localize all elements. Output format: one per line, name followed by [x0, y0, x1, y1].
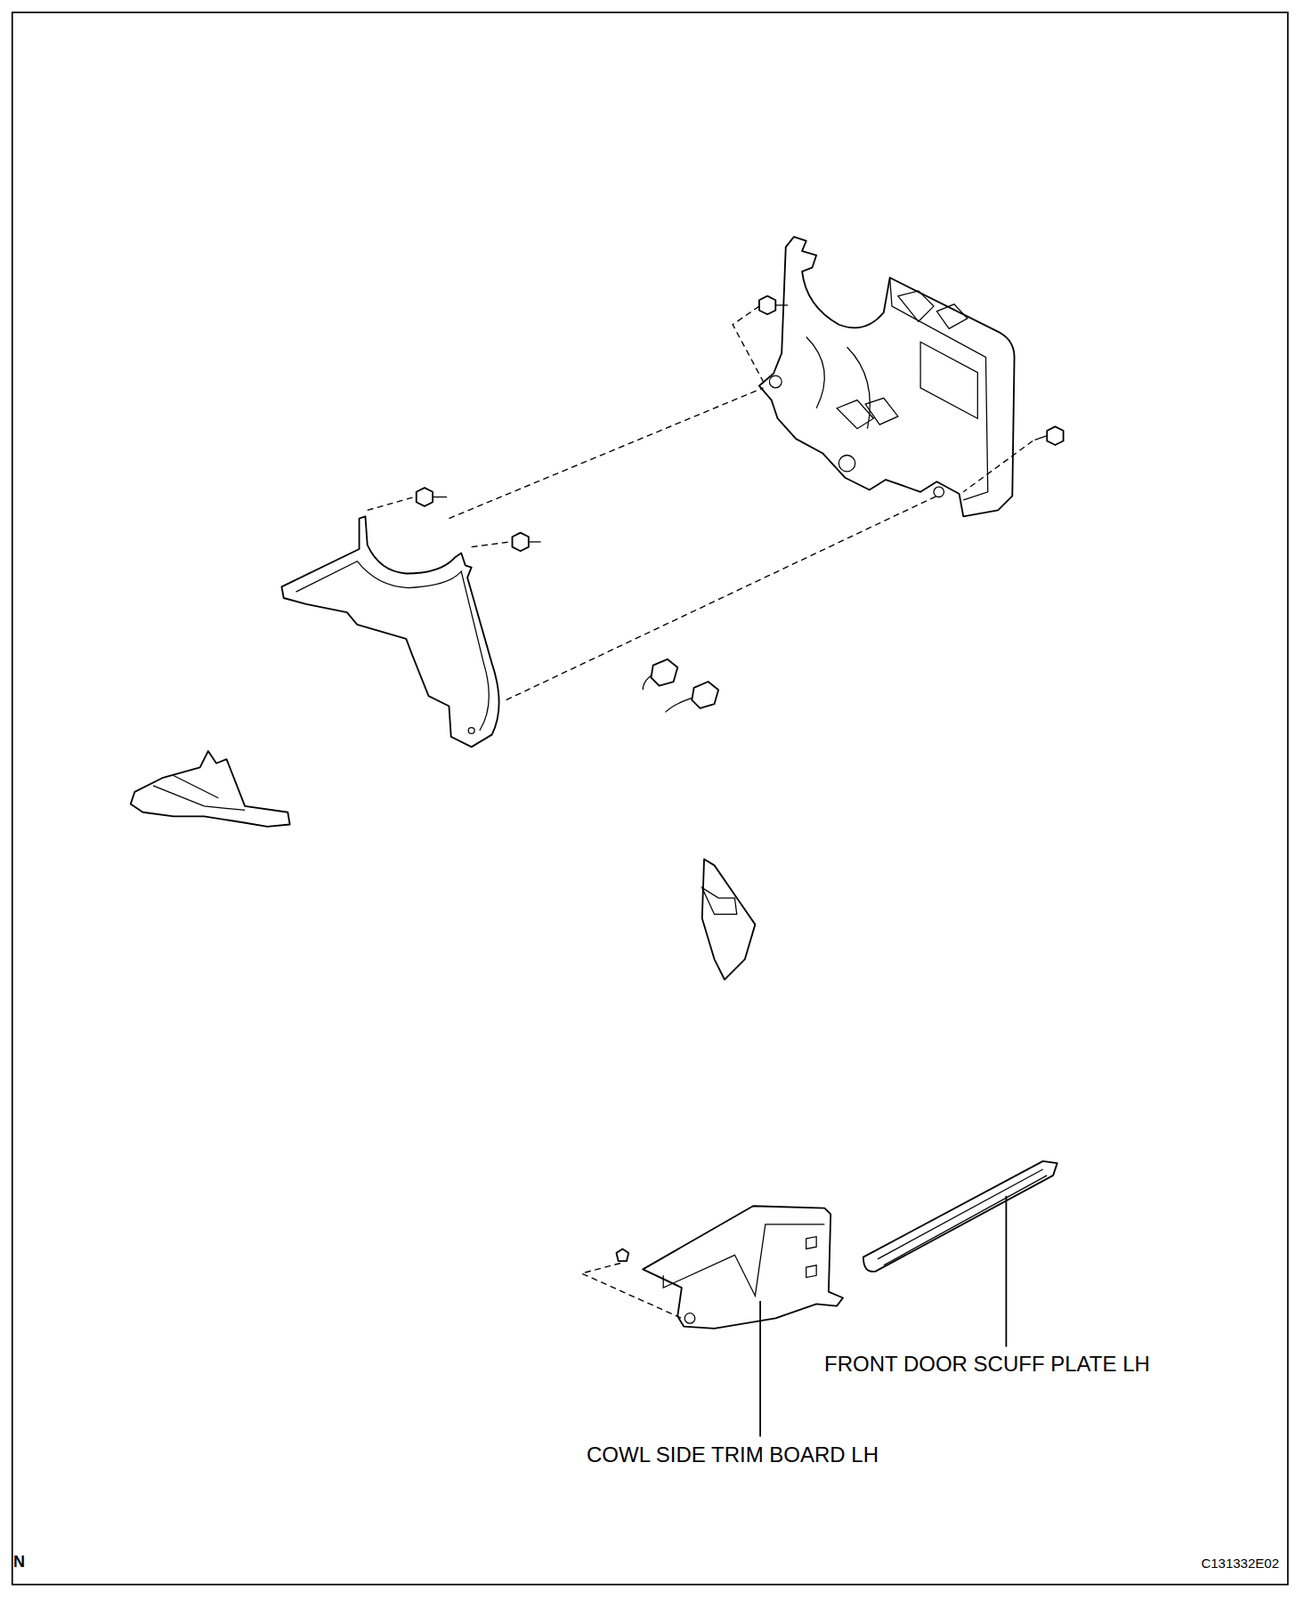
- cowl-side-trim-board: [615, 1248, 629, 1262]
- lower-instrument-panel: [759, 236, 1015, 517]
- steering-column-bracket: [281, 516, 499, 747]
- dashed-lines: [367, 306, 1033, 701]
- front-door-scuff-plate: [863, 1161, 1058, 1272]
- lower-instrument-panel: [836, 397, 899, 429]
- bolts: [1046, 426, 1063, 446]
- dashed-lines: [963, 440, 1033, 492]
- dashed-lines: [732, 306, 763, 382]
- bolts: [775, 304, 788, 306]
- lower-instrument-panel: [838, 454, 855, 471]
- cowl-side-trim-board: [581, 1263, 681, 1319]
- duct: [130, 751, 291, 827]
- bolts: [432, 496, 447, 498]
- connectors: [691, 681, 719, 709]
- lower-instrument-panel: [769, 375, 782, 389]
- cowl-side-trim-board: [581, 1206, 843, 1329]
- steering-column-bracket: [468, 728, 475, 735]
- connectors: [642, 675, 651, 690]
- lower-instrument-panel: [806, 337, 871, 430]
- small-bracket: [702, 858, 756, 980]
- steering-column-bracket: [281, 516, 499, 747]
- dashed-lines: [506, 495, 938, 700]
- duct: [153, 775, 245, 810]
- part-name: COWL SIDE TRIM BOARD LH: [586, 1442, 879, 1469]
- leader-lines: [759, 1301, 762, 1437]
- leader-lines: [1004, 1196, 1007, 1348]
- lower-instrument-panel: [933, 486, 944, 497]
- duct: [130, 751, 291, 827]
- lower-instrument-panel: [898, 291, 968, 329]
- cowl-side-trim-board: [806, 1237, 817, 1279]
- dashed-lines: [471, 542, 511, 548]
- cowl-side-trim-board: [642, 1206, 843, 1329]
- connectors: [650, 659, 678, 687]
- small-bracket: [702, 888, 738, 916]
- small-bracket: [702, 858, 756, 980]
- front-door-scuff-plate: [863, 1161, 1058, 1272]
- bolts: [416, 487, 433, 507]
- dashed-lines: [448, 388, 763, 519]
- connectors: [642, 659, 719, 713]
- front-door-scuff-plate: [877, 1169, 1047, 1266]
- bolts: [528, 541, 542, 543]
- steering-column-bracket: [295, 561, 489, 731]
- bolts: [1035, 436, 1048, 441]
- dashed-lines: [367, 497, 415, 511]
- frame: [12, 12, 1288, 1586]
- frame: [12, 12, 1288, 1586]
- orientation-mark: N: [13, 1553, 25, 1573]
- figure-code: C131332E02: [1200, 1555, 1280, 1572]
- leader-lines: [760, 1196, 1006, 1438]
- lower-instrument-panel: [890, 277, 989, 501]
- lower-instrument-panel: [759, 236, 1015, 517]
- lower-instrument-panel: [920, 341, 978, 419]
- cowl-side-trim-board: [684, 1313, 695, 1324]
- bolts: [512, 533, 529, 552]
- connectors: [664, 697, 692, 713]
- cowl-side-trim-board: [663, 1224, 825, 1296]
- part-name: FRONT DOOR SCUFF PLATE LH: [824, 1352, 1151, 1378]
- bolts: [759, 296, 776, 316]
- bolts: [416, 296, 1064, 552]
